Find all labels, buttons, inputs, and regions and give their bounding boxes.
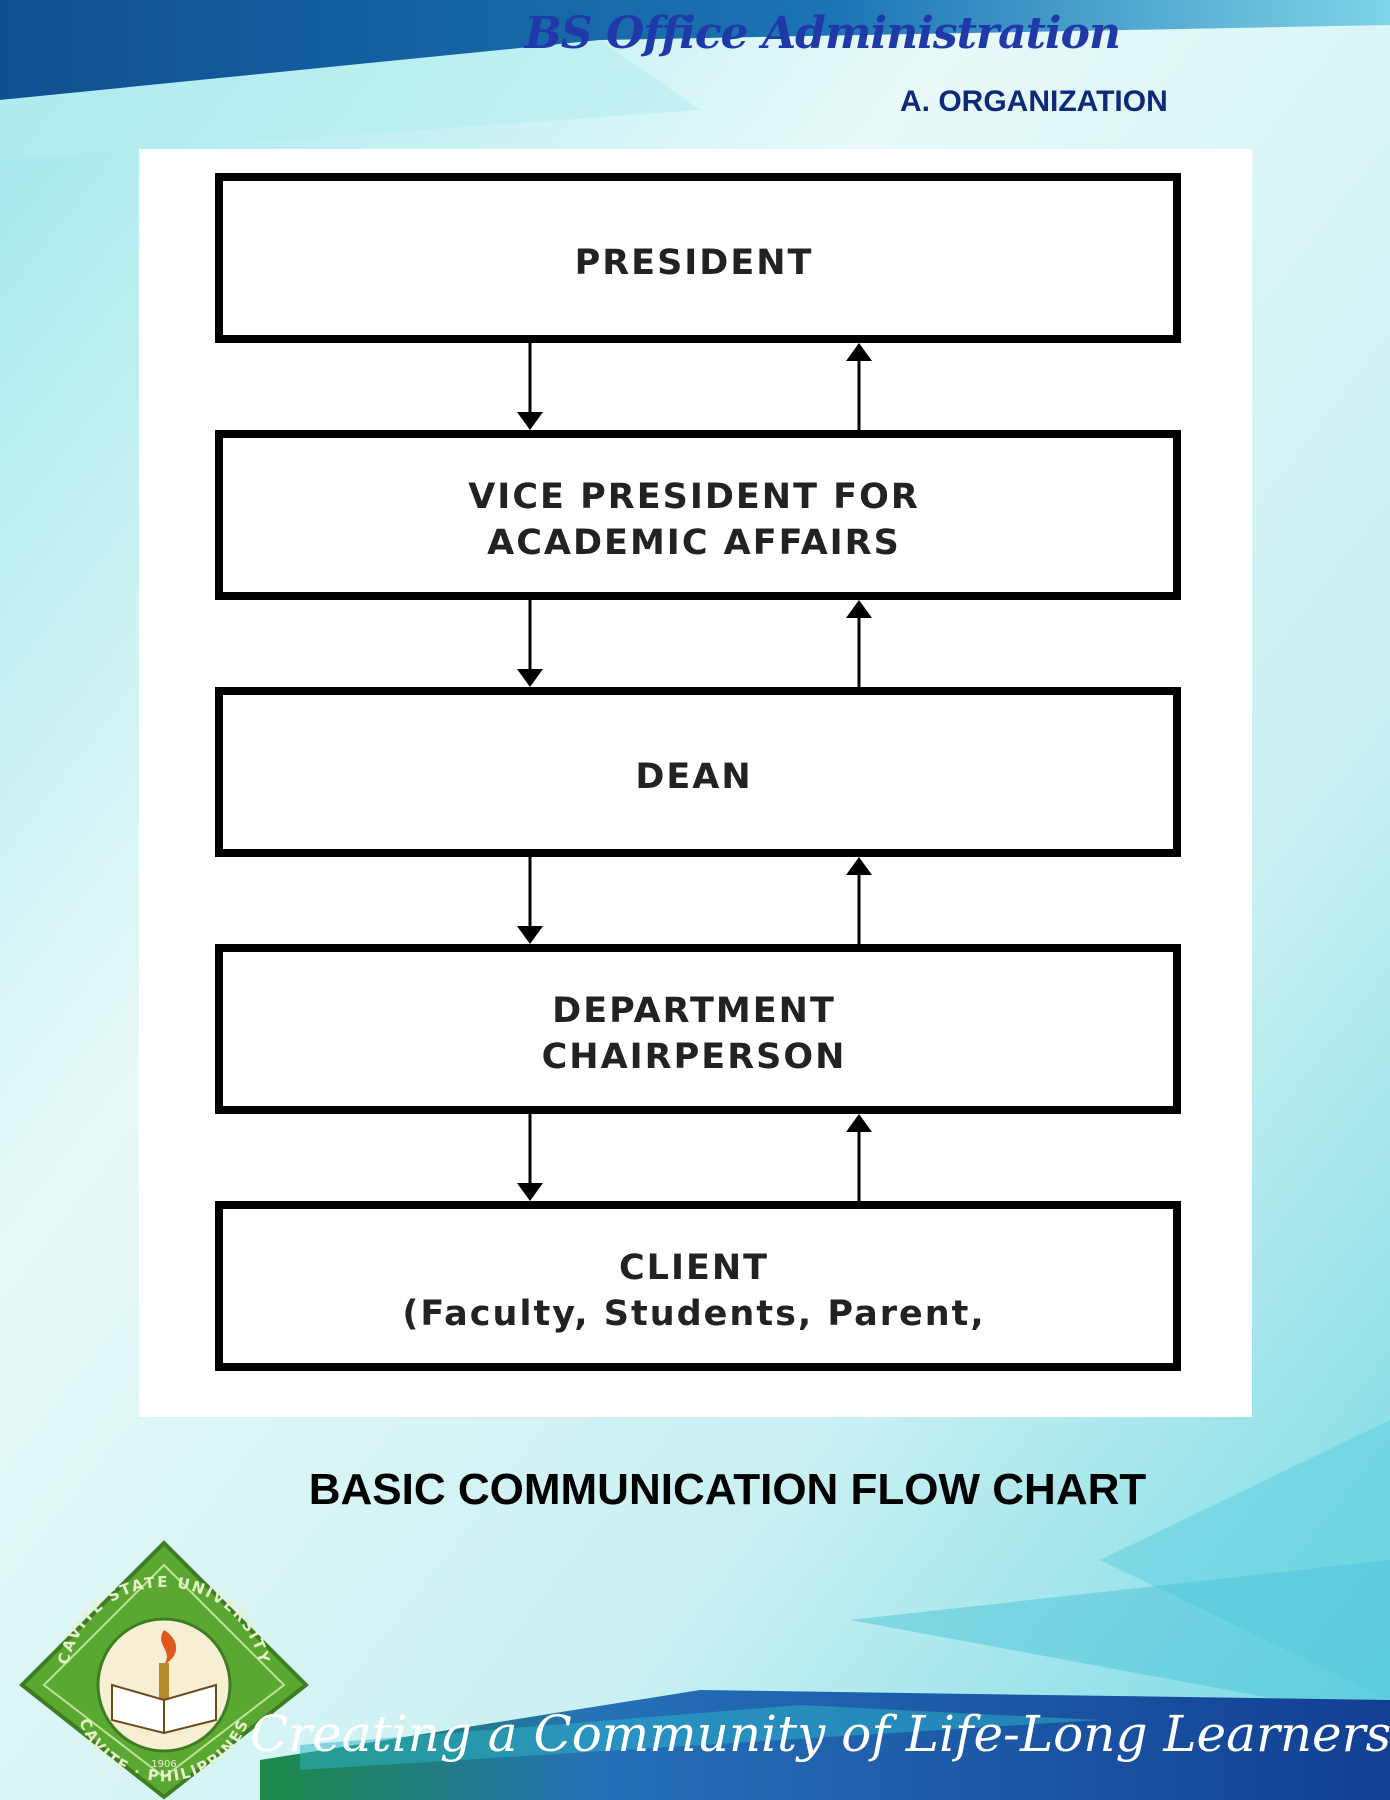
footer-tagline: Creating a Community of Life-Long Learne… — [250, 1705, 1390, 1763]
section-heading: A. ORGANIZATION — [900, 85, 1168, 118]
org-node-label: DEPARTMENT — [552, 991, 836, 1031]
arrow-down-dean-to-chair — [517, 857, 543, 944]
org-node-box — [215, 944, 1181, 1114]
org-node-label: VICE PRESIDENT FOR — [468, 477, 920, 517]
org-node-label: CHAIRPERSON — [542, 1037, 847, 1077]
torch-icon — [159, 1663, 169, 1703]
arrow-down-president-to-vpaa — [517, 343, 543, 430]
org-node-label: ACADEMIC AFFAIRS — [487, 523, 901, 563]
org-node-label: CLIENT — [619, 1248, 769, 1288]
org-node-label: DEAN — [635, 757, 752, 797]
arrow-down-vpaa-to-dean — [517, 600, 543, 687]
arrow-up-client-to-chair — [846, 1114, 872, 1201]
org-node-president: PRESIDENT — [215, 173, 1181, 343]
arrow-up-vpaa-to-president — [846, 343, 872, 430]
org-node-chair: DEPARTMENT CHAIRPERSON — [215, 944, 1181, 1114]
org-node-label: PRESIDENT — [575, 243, 814, 283]
seal-year: 1906 — [151, 1759, 176, 1770]
arrow-up-dean-to-vpaa — [846, 600, 872, 687]
org-node-client: CLIENT (Faculty, Students, Parent, — [215, 1201, 1181, 1371]
arrow-down-chair-to-client — [517, 1114, 543, 1201]
university-seal: CAVITE STATE UNIVERSITY CAVITE · PHILIPP… — [18, 1540, 310, 1800]
program-title: BS Office Administration — [524, 8, 1121, 59]
diagram-caption: BASIC COMMUNICATION FLOW CHART — [308, 1465, 1147, 1514]
org-node-box — [215, 173, 1181, 343]
org-node-box — [215, 430, 1181, 600]
org-node-box — [215, 687, 1181, 857]
org-node-vpaa: VICE PRESIDENT FOR ACADEMIC AFFAIRS — [215, 430, 1181, 600]
org-node-dean: DEAN — [215, 687, 1181, 857]
org-node-label: (Faculty, Students, Parent, — [402, 1294, 985, 1334]
torch-flame-icon — [161, 1630, 177, 1665]
communication-flow-diagram: PRESIDENT VICE PRESIDENT FOR ACADEMIC AFFA… — [139, 149, 1252, 1417]
org-node-box — [215, 1201, 1181, 1371]
arrow-up-chair-to-dean — [846, 857, 872, 944]
